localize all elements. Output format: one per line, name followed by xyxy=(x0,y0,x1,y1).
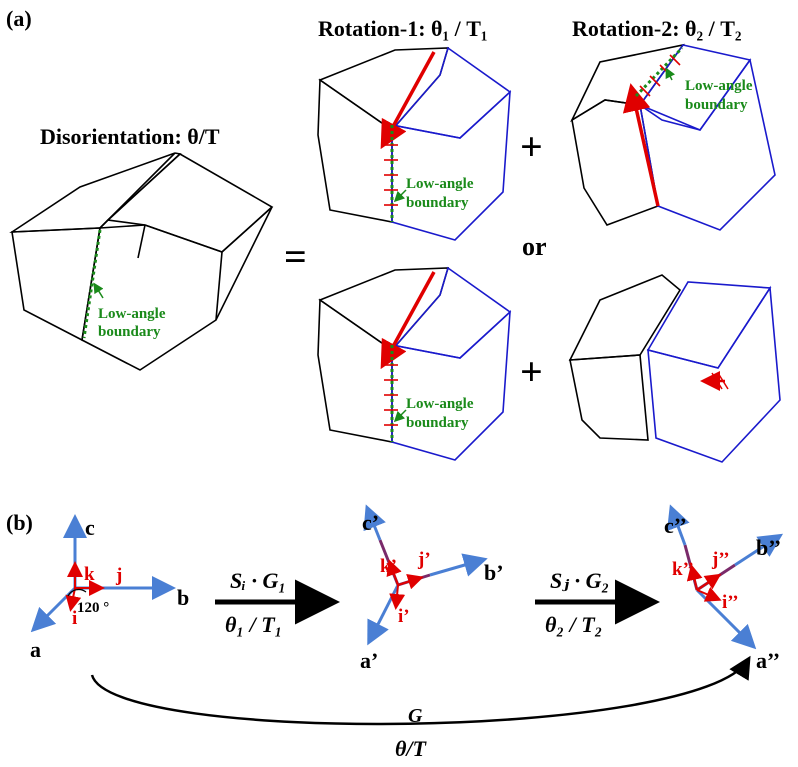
boundary-label-line2: boundary xyxy=(98,324,161,340)
rotation-2-crystal-bottom xyxy=(568,274,781,463)
rotation-1-crystal-bottom xyxy=(317,266,512,461)
low-angle-boundary-line xyxy=(82,229,102,339)
curve-bottom-label: θ/T xyxy=(395,736,428,761)
boundary-1-line2: boundary xyxy=(406,195,469,211)
dislocation-marks-1 xyxy=(384,144,398,206)
boundary-3-line1: Low-angle xyxy=(406,396,474,412)
axis-j-prime: j’ xyxy=(417,549,431,570)
boundary-2-line1: Low-angle xyxy=(685,78,753,94)
arrow-2-bottom-label: θ₂ / T₂ xyxy=(545,612,602,637)
axis-k: k xyxy=(84,564,95,585)
boundary-2-line2: boundary xyxy=(685,97,748,113)
arrow-2-top-label: Sⱼ · G₂ xyxy=(550,568,609,593)
axis-j-double-prime: j’’ xyxy=(711,549,730,570)
axis-k-double-prime: k’’ xyxy=(672,559,694,580)
plus-sign-top: + xyxy=(520,124,543,169)
boundary-label-line1: Low-angle xyxy=(98,306,166,322)
axis-b-prime: b’ xyxy=(484,560,504,585)
boundary-pointer-3 xyxy=(393,409,407,423)
disorientation-title: Disorientation: θ/T xyxy=(40,124,220,149)
boundary-pointer-arrow xyxy=(93,282,104,299)
rotation-axis-red-3 xyxy=(380,271,436,370)
dislocation-marks-2 xyxy=(639,54,681,97)
small-dislocation-mark xyxy=(711,372,729,390)
axis-a-double-prime: a’’ xyxy=(756,648,780,673)
panel-b-label: (b) xyxy=(6,510,33,535)
or-label: or xyxy=(522,232,547,261)
boundary-3-line2: boundary xyxy=(406,415,469,431)
axis-c: c xyxy=(85,515,95,540)
rotation-1-title: Rotation-1: θ₁ / T₁ xyxy=(318,16,488,41)
rotated-frame-2 xyxy=(667,504,784,650)
rotation-2-crystal-top xyxy=(570,43,776,231)
axis-k-prime: k’ xyxy=(380,556,397,577)
overall-rotation-curve xyxy=(90,655,751,726)
axis-a: a xyxy=(30,637,41,662)
axis-c-prime: c’ xyxy=(362,510,379,535)
axis-b: b xyxy=(177,585,189,610)
arrow-1-top-label: Sᵢ · G₁ xyxy=(230,568,286,593)
axis-i-prime: i’ xyxy=(398,606,410,627)
plus-sign-bottom: + xyxy=(520,349,543,394)
equals-sign: = xyxy=(284,234,307,279)
boundary-pointer-1 xyxy=(393,189,407,203)
rotation-2-title: Rotation-2: θ₂ / T₂ xyxy=(572,16,742,41)
axis-i: i xyxy=(72,608,77,629)
boundary-pointer-2 xyxy=(665,67,676,81)
axis-a-prime: a’ xyxy=(360,648,378,673)
axis-i-double-prime: i’’ xyxy=(722,592,739,613)
reference-frame xyxy=(30,514,176,633)
curve-top-label: G xyxy=(408,705,423,727)
rotated-frame-1 xyxy=(363,504,488,646)
boundary-1-line1: Low-angle xyxy=(406,176,474,192)
disorientation-crystal xyxy=(9,152,274,371)
rotation-axis-red-1 xyxy=(380,51,436,150)
arrow-1-bottom-label: θ₁ / T₁ xyxy=(225,612,282,637)
axis-j: j xyxy=(115,565,122,586)
axis-c-double-prime: c’’ xyxy=(664,513,687,538)
rotation-axis-red-2 xyxy=(622,83,660,207)
rotation-1-crystal-top xyxy=(317,46,512,241)
dislocation-marks-3 xyxy=(384,364,398,426)
angle-label: 120 ° xyxy=(77,600,109,616)
axis-b-double-prime: b’’ xyxy=(756,535,781,560)
panel-a-label: (a) xyxy=(6,6,32,31)
low-angle-boundary-2 xyxy=(634,46,684,98)
